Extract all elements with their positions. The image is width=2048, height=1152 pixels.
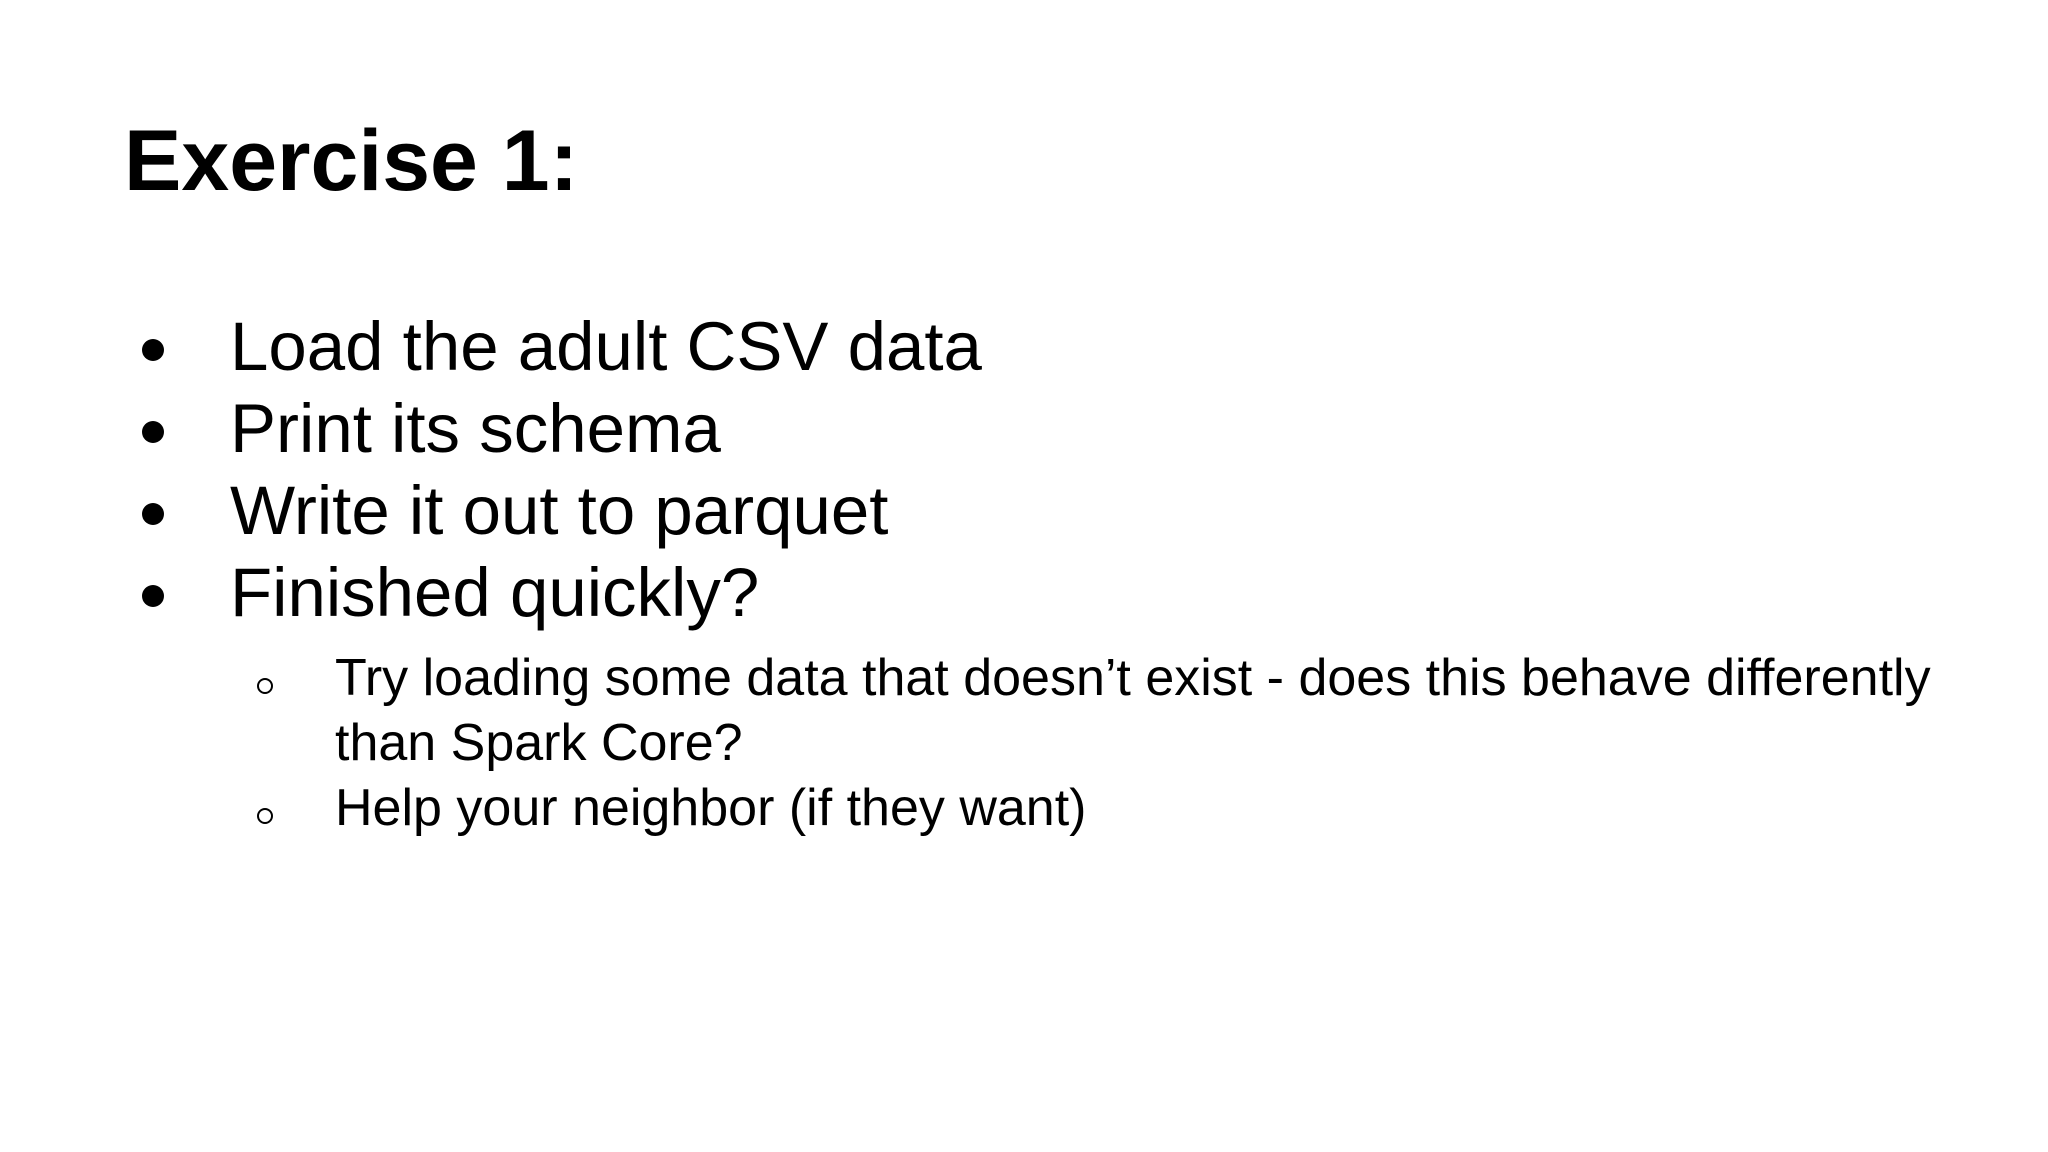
list-item-label: Write it out to parquet (230, 472, 889, 549)
list-item: Load the adult CSV data (124, 306, 1984, 388)
open-bullet-icon (257, 808, 273, 824)
filled-bullet-icon (142, 339, 164, 361)
list-item-label: Print its schema (230, 390, 721, 467)
open-bullet-icon (257, 678, 273, 694)
slide-title: Exercise 1: (124, 113, 579, 209)
sub-bullet-list: Try loading some data that doesn’t exist… (124, 646, 1984, 841)
list-item: Finished quickly? (124, 552, 1984, 634)
filled-bullet-icon (142, 503, 164, 525)
list-item: Print its schema (124, 388, 1984, 470)
list-item-label: Finished quickly? (230, 554, 760, 631)
filled-bullet-icon (142, 585, 164, 607)
sub-list-item: Help your neighbor (if they want) (124, 776, 1984, 841)
bullet-list: Load the adult CSV data Print its schema… (124, 306, 1984, 841)
sub-list-item: Try loading some data that doesn’t exist… (124, 646, 1984, 776)
list-item: Write it out to parquet (124, 470, 1984, 552)
list-item-label: Load the adult CSV data (230, 308, 982, 385)
filled-bullet-icon (142, 421, 164, 443)
sub-list-item-label: Help your neighbor (if they want) (335, 779, 1087, 837)
sub-list-item-label: Try loading some data that doesn’t exist… (335, 649, 1931, 772)
